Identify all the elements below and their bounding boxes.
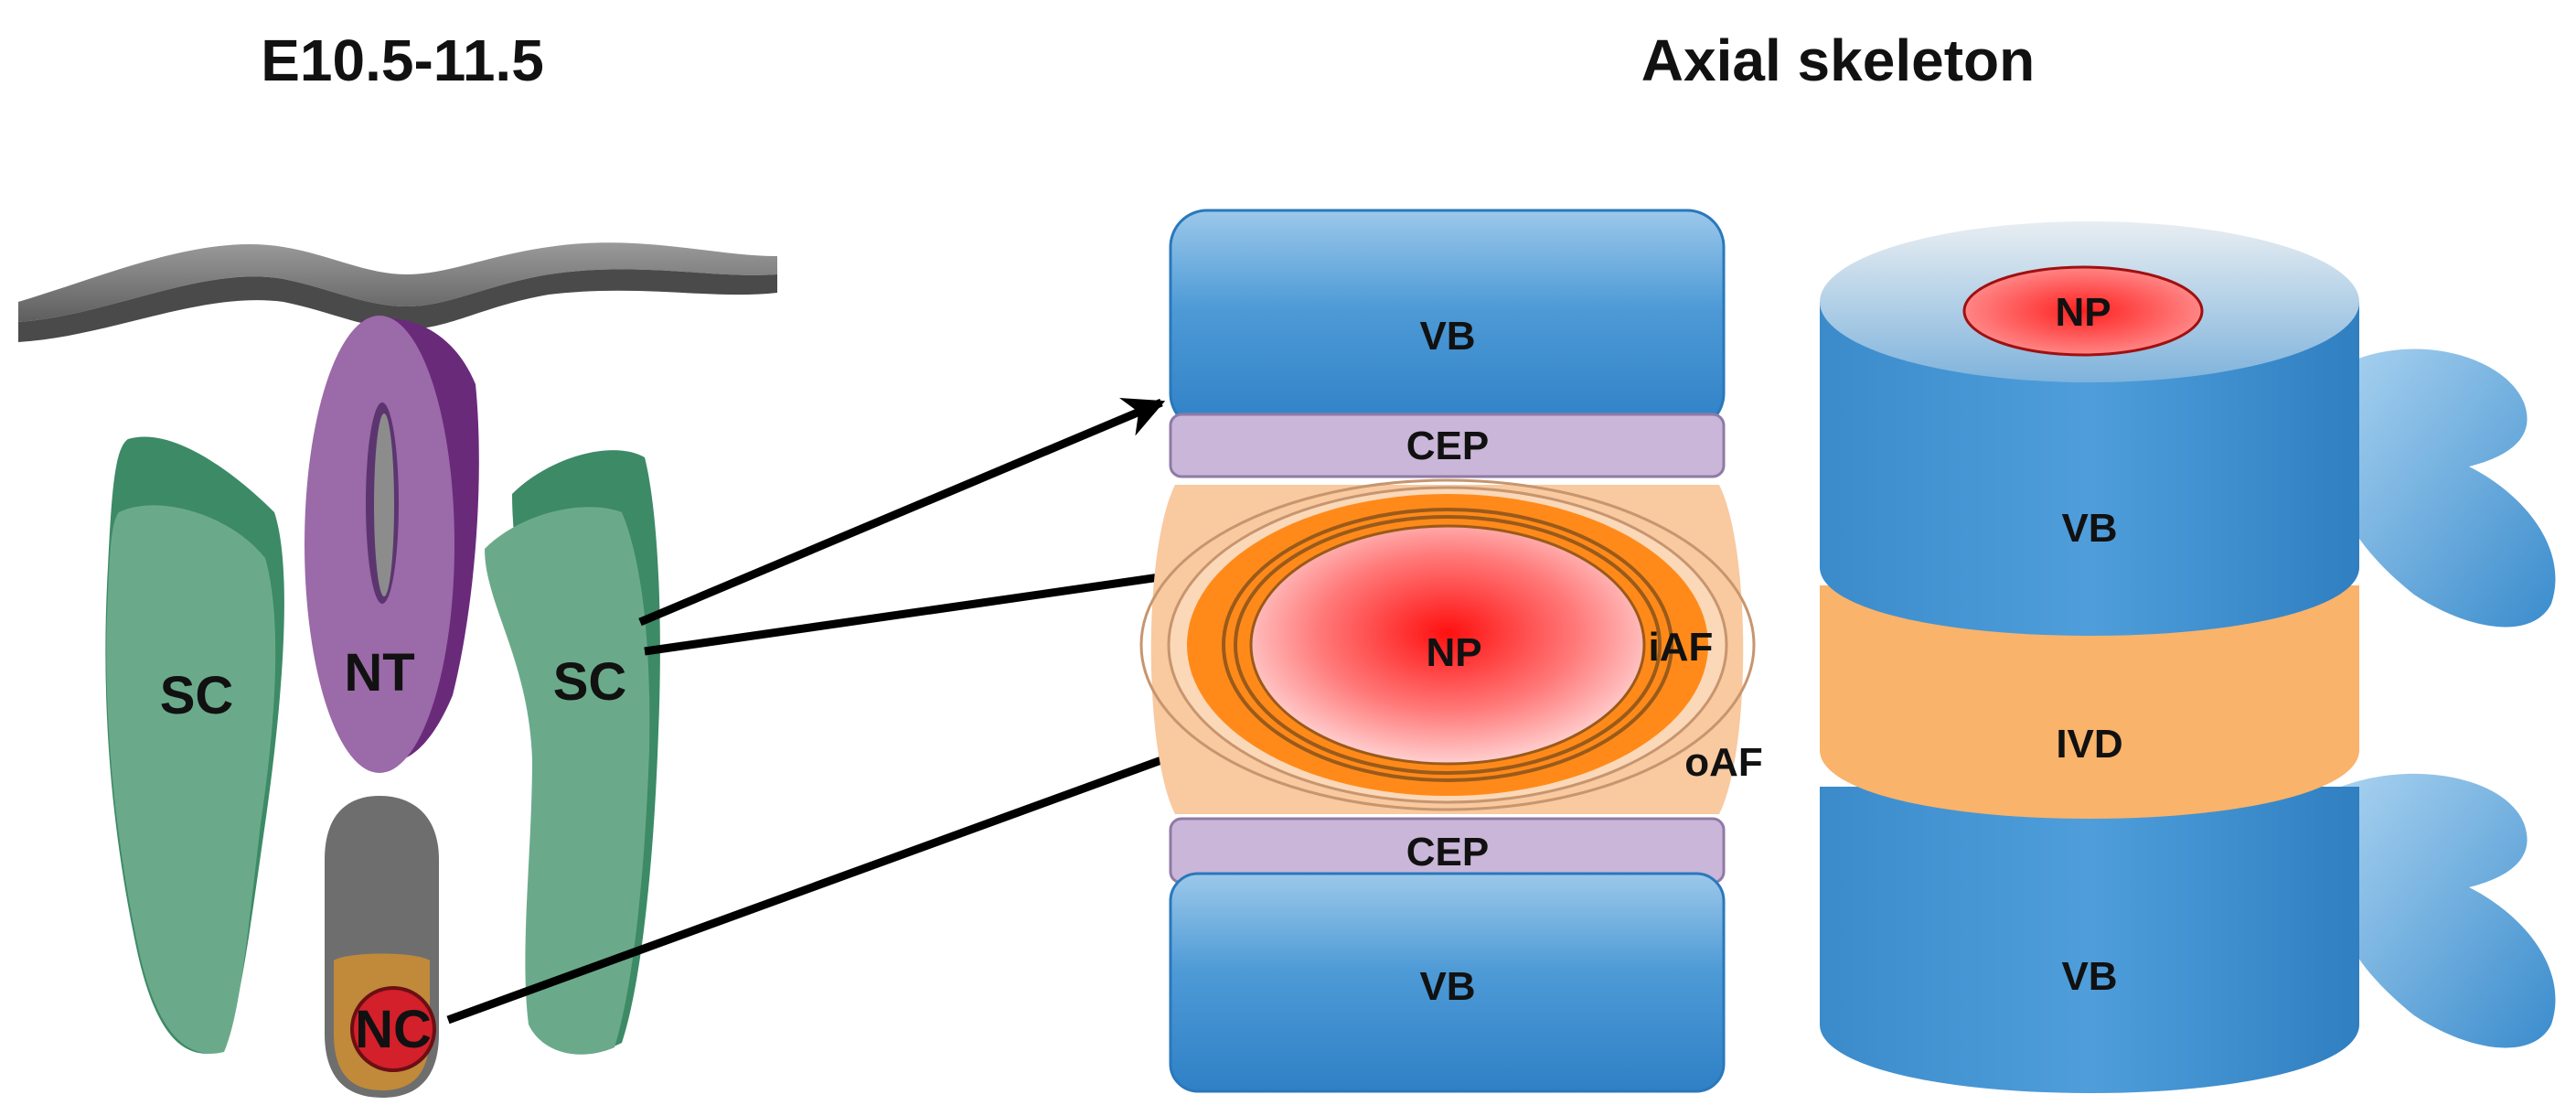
ectoderm-plate xyxy=(18,242,777,322)
somite-left xyxy=(106,505,276,1054)
cep-top-label: CEP xyxy=(1406,424,1489,468)
notochord xyxy=(350,986,436,1072)
transverse-process-bottom xyxy=(2339,773,2556,1048)
arrow-sc-to-af xyxy=(644,556,1202,656)
vb-bottom-3d-label: VB xyxy=(2061,954,2117,999)
vertebral-body-bottom xyxy=(1169,872,1726,1093)
np-section-label: NP xyxy=(1426,630,1481,675)
embryo-stage-title: E10.5-11.5 xyxy=(261,27,544,93)
arrow-sc-to-cep xyxy=(638,397,1166,627)
vertebral-body-3d-top xyxy=(1820,302,2359,636)
nucleus-pulposus-3d xyxy=(1962,265,2204,357)
sc-right-label: SC xyxy=(553,652,627,712)
disc-section: VB CEP NP iAF oAF CEP VB xyxy=(1139,209,1763,1093)
vb-top-label: VB xyxy=(1419,314,1475,359)
somite-right xyxy=(485,507,650,1055)
nc-label: NC xyxy=(355,1000,432,1059)
spinal-column-3d: VB IVD VB NP xyxy=(1820,221,2556,1093)
neural-canal xyxy=(374,413,394,596)
axial-skeleton-title: Axial skeleton xyxy=(1641,27,2035,93)
embryo-cross-section: SC SC NT NC xyxy=(18,242,777,1098)
transverse-process-top xyxy=(2339,349,2556,628)
sc-left-label: SC xyxy=(160,666,234,725)
ivd-label: IVD xyxy=(2056,722,2122,767)
intervertebral-disc xyxy=(1820,585,2359,819)
cartilage-endplate-top xyxy=(1169,413,1726,478)
nt-label: NT xyxy=(344,643,414,703)
vb-top-3d-label: VB xyxy=(2061,506,2117,551)
iaf-label: iAF xyxy=(1649,625,1714,670)
np-3d-label: NP xyxy=(2055,290,2111,335)
vb-bottom-label: VB xyxy=(1419,964,1475,1009)
nucleus-pulposus xyxy=(1249,524,1646,766)
oaf-label: oAF xyxy=(1684,740,1763,785)
cep-bottom-label: CEP xyxy=(1406,830,1489,875)
